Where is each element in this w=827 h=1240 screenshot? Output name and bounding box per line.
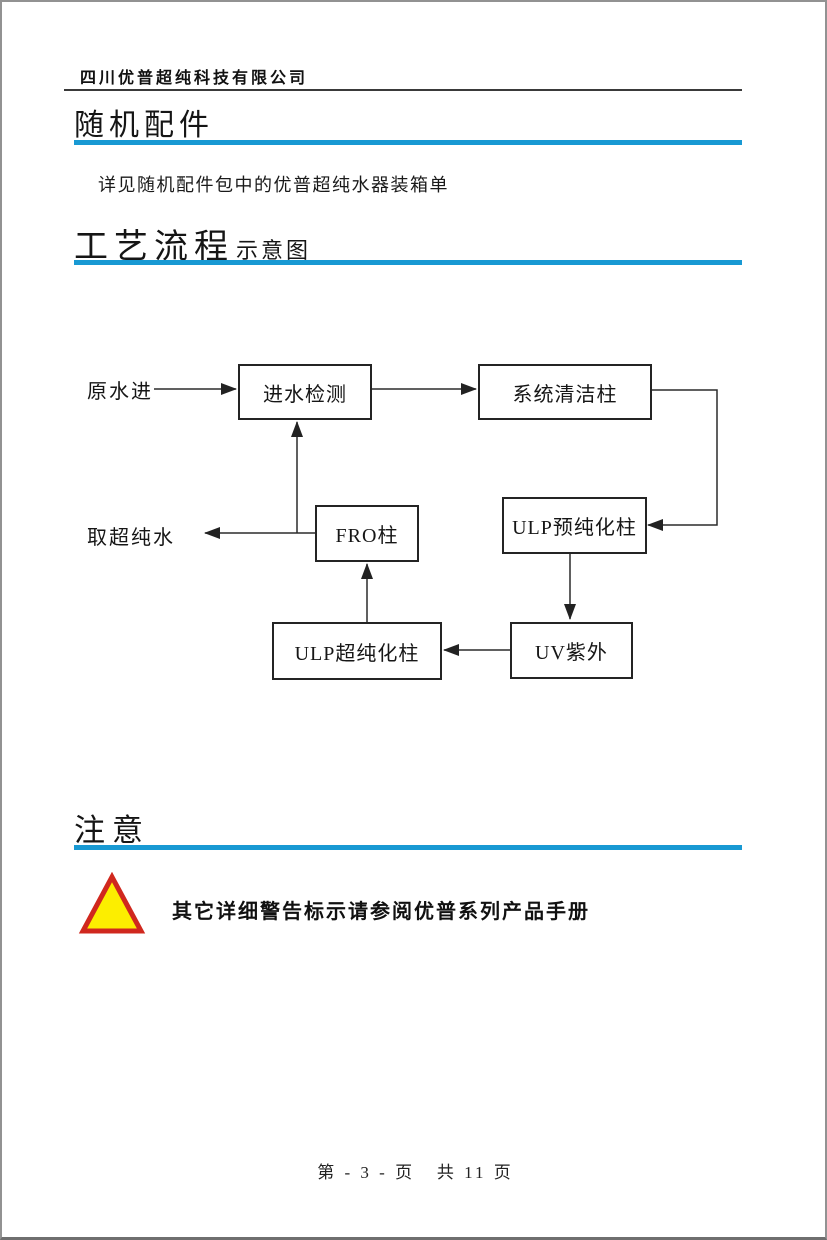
company-name: 四川优普超纯科技有限公司 — [80, 70, 309, 87]
flow-arrows — [154, 383, 718, 656]
flow-node-system-clean-column: 系统清洁柱 — [478, 364, 652, 420]
flow-label-raw-water-in: 原水进 — [87, 381, 153, 403]
arrow-clean-to-pre — [647, 389, 718, 531]
page-number-footer: 第 - 3 - 页 共 11 页 — [317, 1163, 514, 1182]
accent-divider — [74, 845, 742, 850]
accessories-body-text: 详见随机配件包中的优普超纯水器装箱单 — [98, 175, 449, 195]
header-rule — [64, 89, 742, 91]
process-title-sub: 示意图 — [236, 238, 312, 263]
section-title-notice: 注意 — [74, 813, 150, 848]
flow-label-ultrapure-out: 取超纯水 — [87, 527, 175, 549]
process-title-main: 工艺流程 — [74, 229, 234, 266]
section-title-accessories: 随机配件 — [74, 109, 214, 142]
warning-triangle-icon — [78, 872, 146, 934]
flow-node-uv-lamp: UV紫外 — [510, 622, 633, 679]
flow-node-ulp-ultra-purify-column: ULP超纯化柱 — [272, 622, 442, 680]
flow-node-inlet-check: 进水检测 — [238, 364, 372, 420]
accent-divider — [74, 140, 742, 145]
process-flow-diagram: 原水进 取超纯水 进水检测 系统清洁柱 ULP预纯化柱 FRO柱 ULP超纯化柱… — [64, 342, 744, 702]
flow-node-ulp-pre-purify-column: ULP预纯化柱 — [502, 497, 647, 554]
warning-text: 其它详细警告标示请参阅优普系列产品手册 — [172, 901, 590, 923]
section-title-process: 工艺流程示意图 — [74, 219, 311, 268]
flow-node-fro-column: FRO柱 — [315, 505, 419, 562]
accent-divider — [74, 260, 742, 265]
